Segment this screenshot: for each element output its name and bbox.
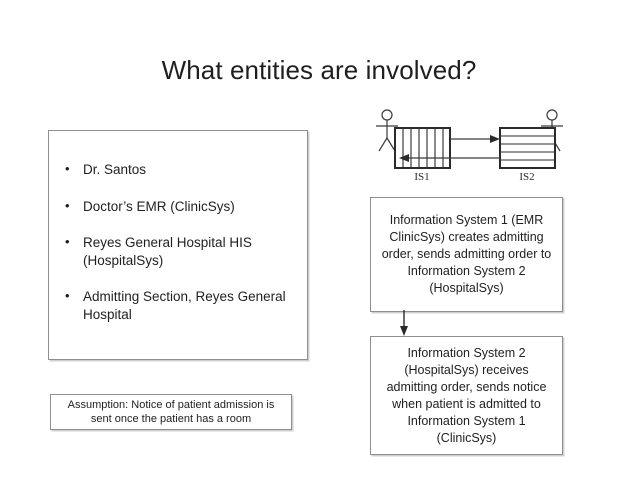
assumption-panel: Assumption: Notice of patient admission …	[50, 394, 292, 430]
entities-panel: Dr. Santos Doctor’s EMR (ClinicSys) Reye…	[48, 130, 308, 360]
description-panel-system-2: Information System 2 (HospitalSys) recei…	[370, 336, 563, 455]
list-item: Dr. Santos	[63, 160, 295, 179]
information-system-2-icon	[499, 127, 556, 169]
description-text: Information System 1 (EMR ClinicSys) cre…	[381, 213, 552, 295]
flow-connector	[390, 310, 420, 338]
description-panel-system-1: Information System 1 (EMR ClinicSys) cre…	[370, 197, 563, 312]
description-text: Information System 2 (HospitalSys) recei…	[386, 345, 547, 445]
list-item: Doctor’s EMR (ClinicSys)	[63, 197, 295, 216]
page-title: What entities are involved?	[161, 55, 477, 85]
arrow-is2-to-is1-icon	[399, 154, 500, 162]
information-system-1-icon	[394, 127, 451, 169]
list-item: Reyes General Hospital HIS (HospitalSys)	[63, 233, 295, 269]
actor-left-icon	[376, 109, 398, 152]
assumption-text: Assumption: Notice of patient admission …	[67, 399, 275, 425]
list-item: Admitting Section, Reyes General Hospita…	[63, 287, 295, 323]
arrow-down-icon	[400, 326, 408, 336]
system-1-label: IS1	[414, 171, 429, 183]
system-2-label: IS2	[519, 171, 534, 183]
system-interaction-diagram: IS1 IS2	[370, 106, 575, 186]
entities-list: Dr. Santos Doctor’s EMR (ClinicSys) Reye…	[49, 131, 307, 323]
arrow-is1-to-is2-icon	[450, 135, 500, 143]
